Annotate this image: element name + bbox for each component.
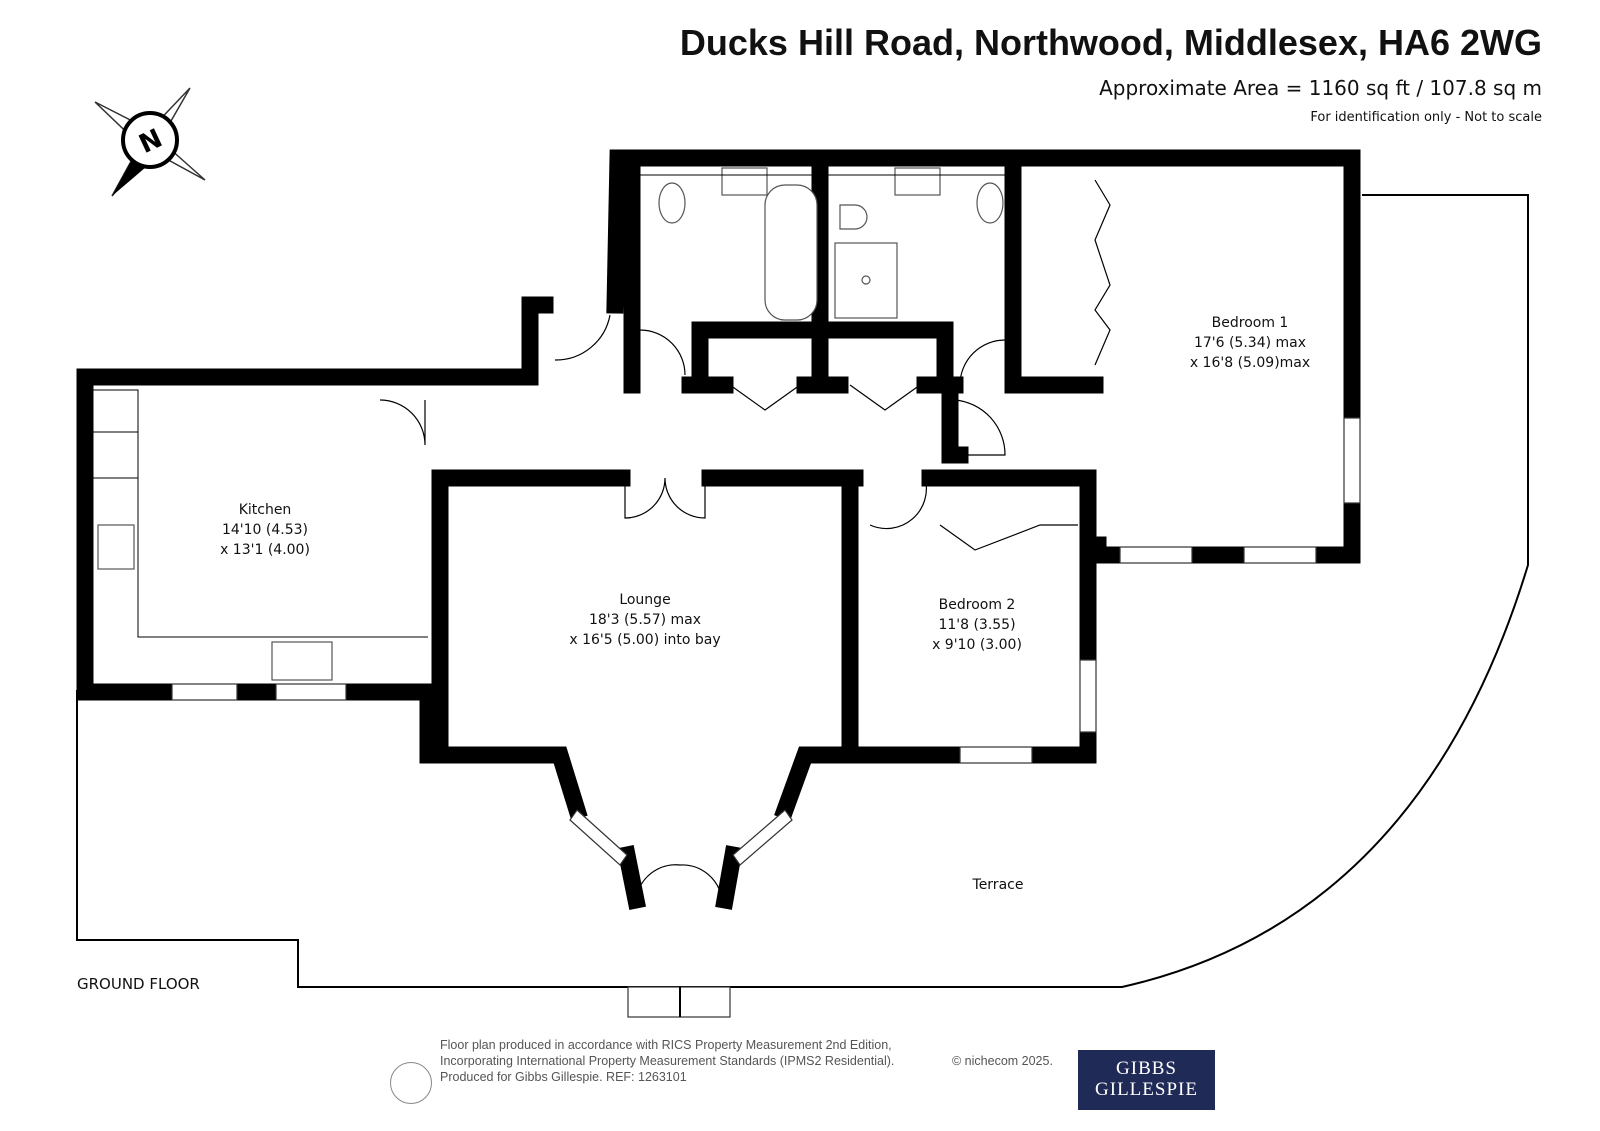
terrace-outline [76, 194, 1529, 988]
person-icon [390, 1062, 432, 1104]
lounge-dim1: 18'3 (5.57) max [589, 612, 701, 628]
bedroom2-dim1: 11'8 (3.55) [938, 617, 1015, 633]
compass-icon: N [94, 87, 206, 197]
toilet-icon [658, 182, 686, 224]
kitchen-sink-icon [271, 641, 333, 681]
logo-line2: GILLESPIE [1095, 1079, 1198, 1100]
footer-text: Floor plan produced in accordance with R… [440, 1037, 894, 1085]
bedroom1-name: Bedroom 1 [1212, 315, 1289, 331]
hob-icon [97, 524, 135, 570]
lounge-name: Lounge [619, 592, 670, 608]
kitchen-dim2: x 13'1 (4.00) [220, 542, 310, 558]
doors [379, 179, 1111, 901]
sink-icon [721, 167, 768, 196]
approximate-area: Approximate Area = 1160 sq ft / 107.8 sq… [1099, 76, 1542, 100]
lounge-dim2: x 16'5 (5.00) into bay [569, 632, 720, 648]
bedroom1-dim1: 17'6 (5.34) max [1194, 335, 1306, 351]
fixtures [93, 167, 1010, 681]
kitchen-name: Kitchen [239, 502, 292, 518]
page-title: Ducks Hill Road, Northwood, Middlesex, H… [679, 22, 1542, 63]
footer-line1: Floor plan produced in accordance with R… [440, 1038, 892, 1052]
footer-line2: Incorporating International Property Mea… [440, 1054, 895, 1068]
agency-logo: GIBBS GILLESPIE [1078, 1050, 1215, 1110]
bedroom2-dim2: x 9'10 (3.00) [932, 637, 1022, 653]
kitchen-dim1: 14'10 (4.53) [222, 522, 308, 538]
bedroom1-dim2: x 16'8 (5.09)max [1190, 355, 1310, 371]
bath-icon [764, 184, 818, 321]
copyright: © nichecom 2025. [952, 1054, 1053, 1068]
windows [171, 417, 1361, 866]
footer-line3: Produced for Gibbs Gillespie. REF: 12631… [440, 1070, 687, 1084]
logo-line1: GIBBS [1116, 1058, 1177, 1079]
scale-note: For identification only - Not to scale [1310, 110, 1542, 125]
floor-label: GROUND FLOOR [77, 975, 200, 993]
bedroom2-name: Bedroom 2 [939, 597, 1016, 613]
terrace-name: Terrace [972, 877, 1024, 893]
